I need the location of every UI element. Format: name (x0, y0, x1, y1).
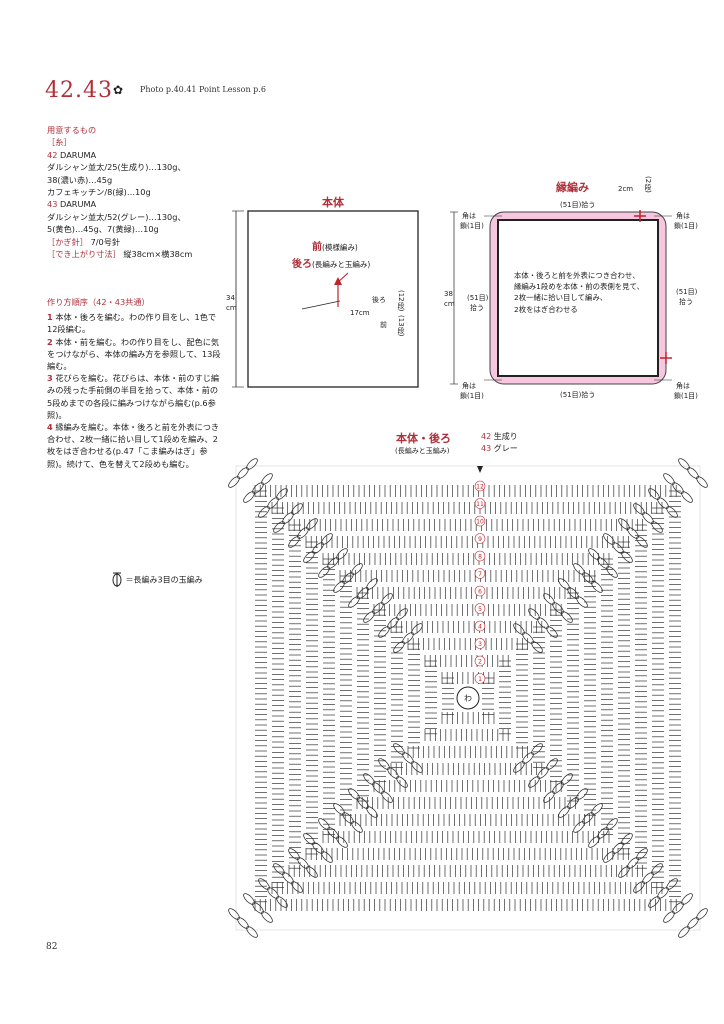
row-number-badge (474, 480, 486, 492)
back-label: 後ろ(長編みと玉編み) (292, 259, 371, 270)
row-number-badge (474, 498, 486, 509)
row-number: 5 (478, 606, 482, 613)
legend-text: ＝長編み3目の玉編み (125, 575, 203, 585)
photo-reference: Photo p.40.41 Point Lesson p.6 (140, 85, 266, 94)
right-pick-2: 拾う (679, 298, 693, 306)
left-pick-2: 拾う (470, 304, 484, 312)
row-number: 7 (478, 571, 482, 578)
materials-heading: 用意するもの (47, 125, 97, 135)
row-number: 9 (478, 536, 482, 543)
hook-value: 7/0号針 (90, 236, 121, 247)
edge-gap-rows: (2段) (644, 176, 652, 193)
row-number: 11 (476, 501, 484, 508)
edge-gap: 2cm (618, 185, 634, 193)
size-value: 縦38cm×横38cm (123, 249, 193, 260)
item42-line: ダルシャン並太/25(生成り)…130g、 (47, 162, 186, 173)
size-label: ［でき上がり寸法］ (47, 249, 121, 260)
steps-heading: 作り方順序（42・43共通） (47, 297, 150, 307)
row-number-badge (474, 515, 486, 527)
rows-back: (12段) (397, 290, 405, 312)
item42-brand: DARUMA (60, 149, 97, 160)
chart-subtitle: (長編みと玉編み) (395, 447, 450, 455)
row-number-badge (474, 655, 486, 667)
back-label-small: 後ろ (372, 296, 386, 304)
color-43: 43 グレー (481, 444, 518, 453)
color-42: 42 生成り (481, 432, 518, 441)
step-item: 3 花びらを編む。花びらは、本体・前のすじ編みの残った手前側の半目を拾って、本体… (47, 373, 220, 420)
bottom-pick: (51目)拾う (560, 391, 596, 399)
body-height-unit: cm (226, 304, 237, 312)
step-item: 4 縁編みを編む。本体・後ろと前を外表につき合わせ、2枚一緒に拾い目して1段めを… (47, 422, 220, 469)
body-diagram (232, 210, 419, 388)
stitch-chart: わ 12 11 10 9 8 7 6 5 4 3 2 1 (228, 458, 708, 938)
row-number-badge (474, 620, 486, 632)
item43-number: 43 (47, 199, 58, 210)
corner-tr: 角は (676, 212, 690, 220)
page-number: 82 (46, 942, 58, 952)
row-number-badge (474, 673, 486, 684)
edge-note: 本体・後ろと前を外表につき合わせ、 縁編み1段めを本体・前の表側を見て、 2枚一… (514, 271, 644, 314)
legend: ＝長編み3目の玉編み (111, 572, 203, 588)
yarn-label: ［糸］ (47, 137, 72, 148)
row-number: 4 (478, 624, 482, 631)
item42-line: カフェキッチン/8(緑)…10g (47, 187, 151, 198)
row-number: 3 (478, 641, 482, 648)
item43-brand: DARUMA (60, 199, 97, 210)
start-marker (477, 466, 483, 473)
corner-bl-2: 鎖(1目) (460, 392, 484, 400)
step-item: 2 本体・前を編む。わの作り目をし、配色に気をつけながら、本体の編み方を参照して… (47, 336, 221, 372)
row-number-badge (474, 638, 486, 649)
row-number: 12 (476, 484, 484, 491)
row-number-badge (474, 568, 486, 579)
pattern-number: 42.43 (45, 78, 113, 103)
body-diagram-title: 本体 (322, 196, 344, 209)
body-outline (247, 210, 419, 388)
corner-tr-2: 鎖(1目) (674, 222, 698, 230)
right-pick: (51目) (676, 288, 698, 296)
corner-br: 角は (676, 382, 690, 390)
magic-ring (456, 686, 480, 710)
edge-diagram-title: 縁編み (556, 181, 589, 194)
rows-front: (13段) (397, 315, 405, 337)
flower-icon: ✿ (113, 83, 124, 97)
body-square (497, 219, 659, 377)
row-number: 8 (478, 554, 482, 561)
front-label-small: 前 (380, 321, 387, 329)
step-item: 1 本体・後ろを編む。わの作り目をし、1色で12段編む。 (47, 312, 217, 335)
body-radius: 17cm (350, 309, 370, 317)
hook-label: ［かぎ針］ (47, 236, 88, 247)
item43-line: ダルシャン並太/52(グレー)…130g、 (47, 211, 186, 222)
chart-border (235, 465, 701, 931)
item43-line: 5(黄色)…45g、7(黄緑)…10g (47, 224, 159, 235)
left-pick: (51目) (467, 294, 489, 302)
edge-height-unit: cm (444, 300, 455, 308)
item42-line: 38(濃い赤)…45g (47, 174, 113, 185)
corner-tl: 角は (462, 212, 476, 220)
row-number-badge (474, 550, 486, 562)
corner-br-2: 鎖(1目) (674, 392, 698, 400)
top-pick: (51目)拾う (560, 201, 596, 209)
row-number: 6 (478, 589, 482, 596)
row-number: 1 (478, 676, 482, 683)
edge-height: 38 (444, 290, 453, 298)
chart-title: 本体・後ろ (396, 432, 451, 445)
steps-section: 作り方順序（42・43共通） 1 本体・後ろを編む。わの作り目をし、1色で12段… (47, 296, 222, 470)
row-number: 10 (476, 519, 484, 526)
row-number-badge (474, 533, 486, 544)
front-label: 前(模様編み) (312, 242, 358, 253)
materials-section: 用意するもの ［糸］ 42 DARUMA ダルシャン並太/25(生成り)…130… (47, 124, 222, 260)
corner-bl: 角は (462, 382, 476, 390)
puff-stitch-icon (112, 572, 122, 587)
row-number-badge (474, 603, 486, 614)
magic-ring-label: わ (464, 694, 472, 703)
edge-diagram (450, 210, 672, 385)
corner-tl-2: 鎖(1目) (460, 222, 484, 230)
row-number: 2 (478, 659, 482, 666)
item42-number: 42 (47, 149, 58, 160)
body-height: 34 (226, 294, 235, 302)
row-number-badge (474, 585, 486, 597)
